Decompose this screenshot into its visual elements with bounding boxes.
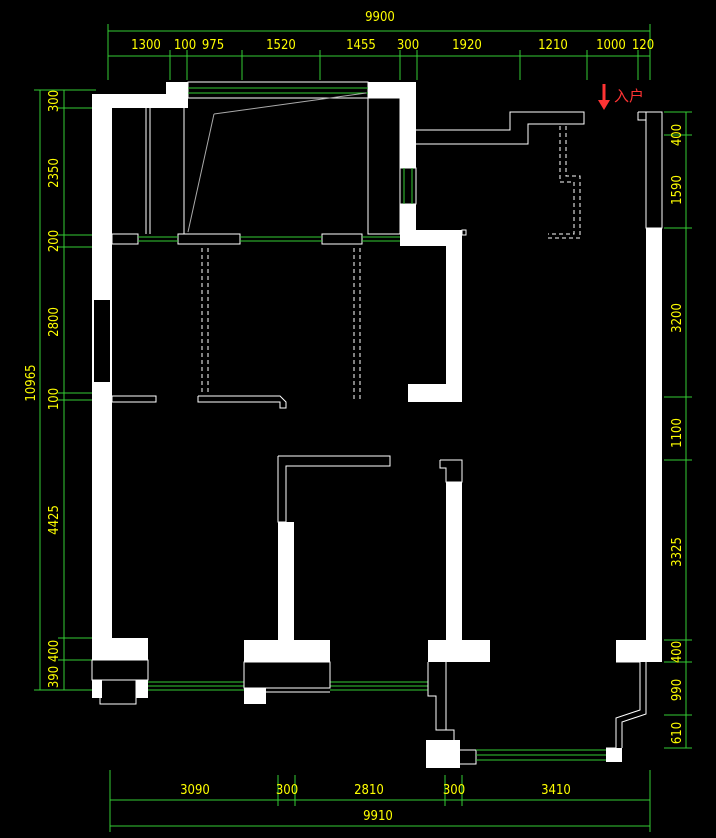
bottom-dimensions: 3090 300 2810 300 3410 9910 <box>109 770 651 832</box>
entry-label: 入户 <box>614 87 644 105</box>
right-dim-2: 1590 <box>670 175 685 205</box>
right-dim-8: 610 <box>670 722 685 744</box>
left-dim-8: 390 <box>47 666 62 688</box>
top-dim-9: 1000 <box>596 38 626 53</box>
right-dim-6: 400 <box>670 641 685 663</box>
right-dim-4: 1100 <box>670 418 685 448</box>
bottom-total-dim: 9910 <box>363 809 393 824</box>
left-dim-2: 2350 <box>47 158 62 188</box>
left-dim-6: 4425 <box>47 505 62 535</box>
left-dim-4: 2800 <box>47 307 62 337</box>
top-total-dim: 9900 <box>365 10 395 25</box>
bottom-dim-1: 3090 <box>180 783 210 798</box>
top-dimensions: 9900 1300 100 975 1520 1455 300 1920 121… <box>107 10 654 80</box>
top-dim-3: 975 <box>202 38 224 53</box>
top-dim-7: 1920 <box>452 38 482 53</box>
right-dimensions: 400 1590 3200 1100 3325 400 990 610 <box>664 111 692 749</box>
right-dim-3: 3200 <box>670 303 685 333</box>
top-dim-5: 1455 <box>346 38 376 53</box>
right-dim-7: 990 <box>670 679 685 701</box>
walls <box>92 82 663 768</box>
top-dim-8: 1210 <box>538 38 568 53</box>
left-dimensions: 10965 300 2350 200 2800 100 4425 400 390 <box>24 89 96 691</box>
top-dim-2: 100 <box>174 38 196 53</box>
bottom-dim-5: 3410 <box>541 783 571 798</box>
bottom-dim-2: 300 <box>276 783 298 798</box>
thin-lines <box>91 81 663 765</box>
entry-arrow-icon <box>598 100 610 110</box>
left-dim-1: 300 <box>47 90 62 112</box>
bottom-dim-4: 300 <box>443 783 465 798</box>
top-dim-1: 1300 <box>131 38 161 53</box>
left-total-dim: 10965 <box>24 364 39 401</box>
left-dim-5: 100 <box>47 388 62 410</box>
left-dim-7: 400 <box>47 640 62 662</box>
top-dim-4: 1520 <box>266 38 296 53</box>
right-dim-5: 3325 <box>670 537 685 567</box>
right-dim-1: 400 <box>670 124 685 146</box>
entry-marker: 入户 <box>598 84 644 110</box>
top-dim-6: 300 <box>397 38 419 53</box>
bottom-dim-3: 2810 <box>354 783 384 798</box>
left-dim-3: 200 <box>47 230 62 252</box>
top-dim-10: 120 <box>632 38 654 53</box>
